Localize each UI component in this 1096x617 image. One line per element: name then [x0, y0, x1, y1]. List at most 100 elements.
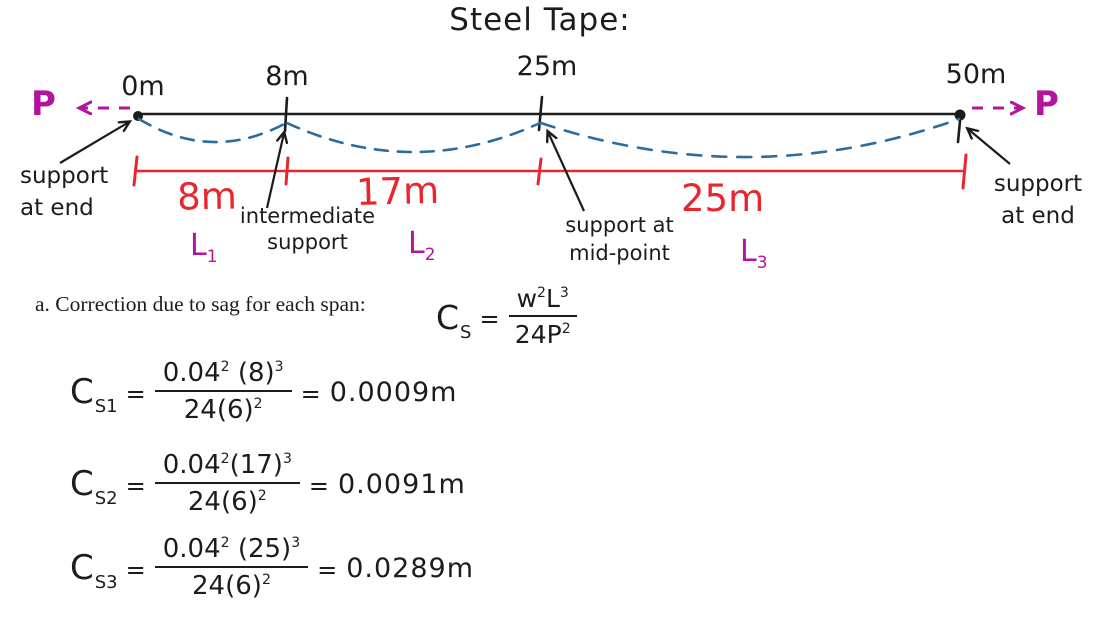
- calc1-den-exp: 2: [253, 395, 263, 412]
- arrow-intermediate-support: [265, 133, 284, 209]
- calc1-lhs-letter: C: [70, 372, 94, 413]
- calc3-lhs-sub: S3: [94, 572, 118, 594]
- span-name-3-sub: 3: [756, 253, 768, 273]
- calc2-lhs: CS2: [70, 464, 118, 508]
- calc2-denominator: 24(6)2: [155, 483, 300, 520]
- formula-lhs-letter: C: [436, 297, 460, 337]
- calc3-num-exp1: 2: [220, 535, 230, 551]
- section-a-prompt: a. Correction due to sag for each span:: [35, 292, 366, 316]
- support-dot-right: [954, 109, 966, 121]
- formula-num-exp2: 3: [559, 285, 569, 301]
- calc2-num-exp1: 2: [220, 451, 230, 467]
- formula-num-w: w: [516, 284, 538, 313]
- measure-tick-50: [961, 153, 968, 190]
- calc3-equals: =: [125, 556, 146, 585]
- calc1-den-base: 24(6): [183, 394, 254, 425]
- span-name-3-letter: L: [740, 234, 757, 269]
- formula-num-L: L: [545, 284, 560, 313]
- calc2-num-base1: 0.04: [162, 450, 221, 480]
- measure-tick-8: [284, 156, 290, 186]
- tape-mark-0m: 0m: [121, 71, 165, 102]
- span-name-1-letter: L: [190, 228, 207, 263]
- calc3-num-base1: 0.04: [162, 534, 221, 564]
- formula-fraction: w2L3 24P2: [508, 283, 577, 352]
- formula-lhs-sub: S: [460, 321, 472, 343]
- sag-curve-span1: [137, 117, 288, 144]
- calc3-lhs: CS3: [70, 548, 118, 592]
- pull-force-label-left: P: [31, 84, 56, 124]
- calc1-fraction: 0.042 (8)3 24(6)2: [154, 357, 292, 428]
- calc2-lhs-letter: C: [70, 464, 94, 505]
- diagram-title: Steel Tape:: [449, 2, 631, 38]
- formula-numerator: w2L3: [508, 284, 577, 317]
- calc1-num-base2: (8): [237, 358, 275, 388]
- tick-8m: [283, 96, 289, 133]
- calc3-num-base2: (25): [237, 534, 292, 564]
- tape-mark-50m: 50m: [945, 59, 1007, 90]
- span-name-1: L1: [190, 228, 218, 267]
- formula-denominator: 24P2: [509, 316, 577, 352]
- calc1-num-exp1: 2: [220, 359, 230, 375]
- calc1-result: 0.0009m: [329, 376, 458, 408]
- calc1-num-base1: 0.04: [162, 358, 221, 388]
- calc-span1: CS1 = 0.042 (8)3 24(6)2 = 0.0009m: [70, 357, 457, 428]
- arrow-midpoint-support: [548, 132, 586, 212]
- calc1-lhs-sub: S1: [94, 396, 118, 418]
- sag-formula: CS = w2L3 24P2: [436, 283, 577, 351]
- label-support-at-end-left: support at end: [20, 163, 109, 222]
- span-name-2-sub: 2: [424, 245, 436, 265]
- calc3-denominator: 24(6)2: [155, 567, 308, 604]
- span-name-3: L3: [740, 234, 768, 273]
- tick-50m: [956, 119, 962, 144]
- calc3-fraction: 0.042 (25)3 24(6)2: [154, 533, 309, 604]
- measure-tick-25: [536, 157, 543, 186]
- calc1-num-exp2: 3: [274, 359, 284, 375]
- tape-mark-25m: 25m: [516, 51, 578, 82]
- label-intermediate-support: intermediate support: [239, 204, 376, 255]
- calc2-numerator: 0.042(17)3: [154, 450, 300, 484]
- calc1-lhs: CS1: [70, 372, 118, 416]
- span-length-3: 25m: [681, 177, 765, 220]
- calc2-result-equals: =: [308, 472, 329, 501]
- label-support-at-end-right: support at end: [993, 171, 1083, 230]
- formula-den-base: 24P: [514, 319, 562, 349]
- calc3-den-exp: 2: [261, 571, 271, 588]
- calc3-result: 0.0289m: [346, 552, 475, 584]
- tick-25m: [537, 95, 544, 132]
- calc1-denominator: 24(6)2: [155, 391, 292, 428]
- calc3-result-equals: =: [317, 556, 338, 585]
- span-name-2: L2: [408, 226, 436, 265]
- measure-tick-0: [132, 155, 139, 187]
- calc2-num-base2: (17): [229, 450, 283, 480]
- arrow-support-left: [59, 122, 129, 164]
- span-length-2: 17m: [355, 168, 440, 214]
- calc1-equals: =: [125, 380, 146, 409]
- arrow-support-right: [968, 129, 1011, 165]
- calc1-numerator: 0.042 (8)3: [154, 358, 292, 392]
- label-support-at-midpoint: support at mid-point: [565, 213, 674, 266]
- pull-force-label-right: P: [1034, 84, 1059, 124]
- calc3-den-base: 24(6): [192, 570, 262, 601]
- calc3-lhs-letter: C: [70, 548, 94, 589]
- formula-den-exp: 2: [561, 320, 571, 337]
- calc2-den-base: 24(6): [187, 486, 258, 517]
- calc2-equals: =: [125, 472, 146, 501]
- formula-num-exp1: 2: [537, 285, 546, 301]
- calc2-lhs-sub: S2: [94, 488, 118, 510]
- calc-span2: CS2 = 0.042(17)3 24(6)2 = 0.0091m: [70, 449, 466, 520]
- sag-curve-span2: [285, 121, 542, 154]
- calc-span3: CS3 = 0.042 (25)3 24(6)2 = 0.0289m: [70, 533, 474, 604]
- span-name-2-letter: L: [408, 226, 425, 261]
- calc3-numerator: 0.042 (25)3: [154, 534, 309, 568]
- span-name-1-sub: 1: [206, 247, 218, 267]
- calc1-result-equals: =: [300, 380, 321, 409]
- sag-curve-span3: [539, 117, 961, 159]
- calc2-result: 0.0091m: [337, 468, 466, 500]
- calc2-fraction: 0.042(17)3 24(6)2: [154, 449, 300, 520]
- calc2-num-exp2: 3: [282, 451, 292, 467]
- formula-lhs: CS: [436, 297, 471, 342]
- span-length-1: 8m: [176, 174, 238, 219]
- tape-mark-8m: 8m: [265, 61, 309, 92]
